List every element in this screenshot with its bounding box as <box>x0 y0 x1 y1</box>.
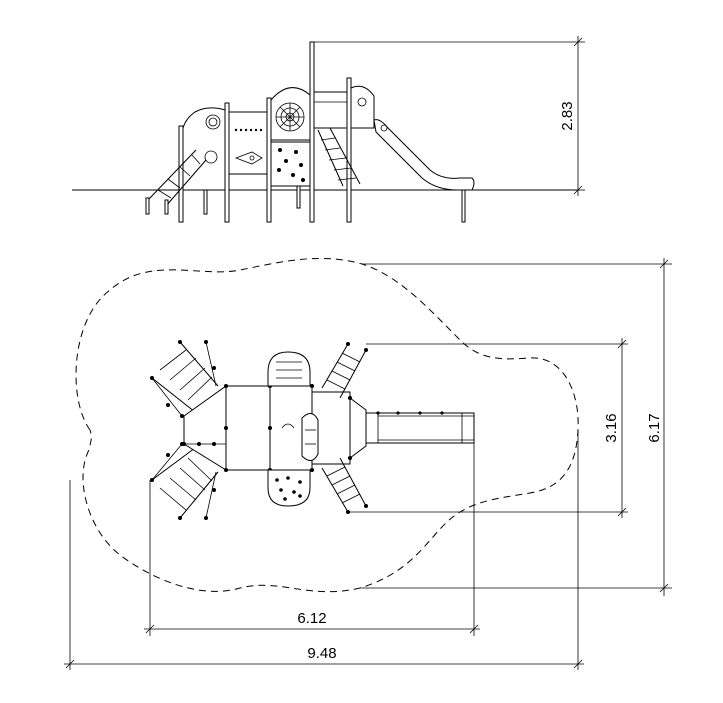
upper-deck <box>313 91 348 129</box>
oval-bridge <box>301 413 319 461</box>
safety-zone-outline <box>75 257 579 593</box>
height-dimension: 2.83 <box>314 36 585 196</box>
top-climbing-panel <box>267 351 311 387</box>
length-structure-label: 6.12 <box>297 610 326 627</box>
rocket-icon <box>234 151 263 165</box>
middle-panel <box>228 111 268 175</box>
depth-dimension-total: 6.17 <box>360 258 672 596</box>
slide-plan <box>365 411 475 444</box>
rope-climber-top-left <box>150 340 219 418</box>
net-tower <box>270 87 311 141</box>
slide-platform <box>349 397 367 459</box>
rope-climber-left <box>145 149 207 215</box>
hatch-icon <box>281 423 295 429</box>
depth-dimension-structure: 3.16 <box>348 338 628 518</box>
ladder-top-right <box>321 342 368 399</box>
left-tower-panel <box>182 107 226 191</box>
main-deck-left <box>225 385 271 471</box>
left-wedge-deck <box>183 385 227 471</box>
length-total-label: 9.48 <box>307 645 336 662</box>
ladder-right <box>317 127 361 187</box>
climbing-holds-plan <box>275 476 302 501</box>
slide <box>373 119 475 191</box>
plan-view: 3.16 6.17 6.12 9.48 <box>64 257 672 670</box>
elevation-view: 2.83 <box>72 36 585 223</box>
slide-leg <box>461 189 466 223</box>
climbing-wall <box>270 141 311 187</box>
length-dimension-total: 9.48 <box>64 430 584 670</box>
depth-structure-label: 3.16 <box>603 413 620 442</box>
rope-climber-bottom-left <box>150 442 219 520</box>
depth-total-label: 6.17 <box>646 413 663 442</box>
slide-tower-top <box>350 85 375 129</box>
height-label: 2.83 <box>559 101 576 130</box>
bottom-climbing-wall <box>267 469 311 507</box>
length-dimension-structure: 6.12 <box>144 443 480 636</box>
web-net-icon <box>275 102 305 132</box>
ladder-bottom-right <box>321 457 368 514</box>
climbing-holds <box>277 148 305 182</box>
